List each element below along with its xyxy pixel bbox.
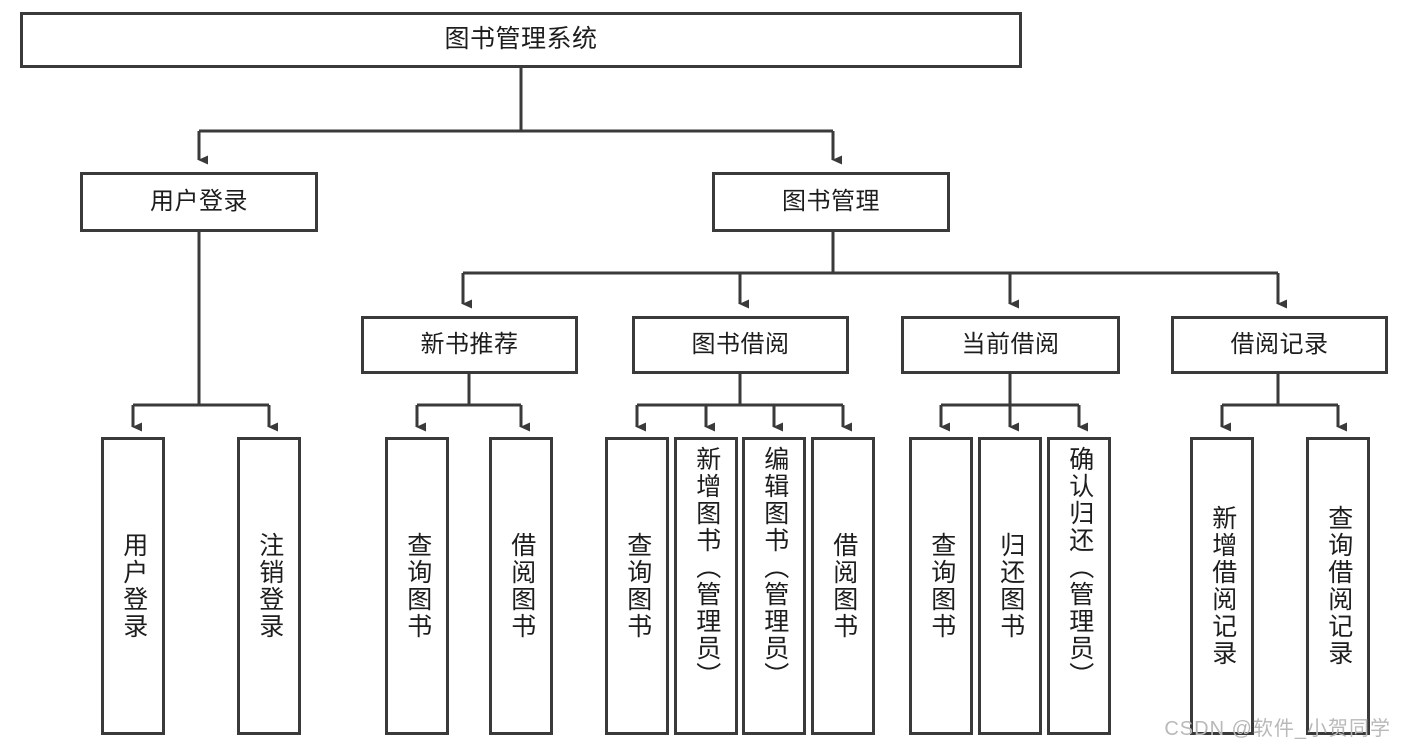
node-leaf-query-borrow-record-label: 查询借阅记录 [1324,505,1353,667]
node-leaf-query-book-recommend-label: 查询图书 [403,532,432,640]
node-leaf-borrow-book-label: 借阅图书 [829,532,858,640]
node-leaf-query-book-borrow-label: 查询图书 [623,532,652,640]
node-book-borrow-label: 图书借阅 [691,330,790,358]
node-current-borrow[interactable]: 当前借阅 [901,316,1120,374]
node-borrow-records-label: 借阅记录 [1230,330,1329,358]
node-leaf-logout[interactable]: 注销登录 [237,437,301,735]
node-leaf-confirm-return-admin-label: 确认归还（管理员） [1065,446,1094,689]
node-leaf-edit-book-admin-label: 编辑图书（管理员） [760,446,789,689]
node-leaf-add-borrow-record-label: 新增借阅记录 [1208,505,1237,667]
node-leaf-borrow-book[interactable]: 借阅图书 [811,437,875,735]
node-leaf-user-login-label: 用户登录 [119,532,148,640]
node-leaf-add-book-admin[interactable]: 新增图书（管理员） [674,437,738,735]
node-book-management[interactable]: 图书管理 [712,172,950,232]
watermark-text: CSDN @软件_小贺同学 [1164,718,1391,740]
node-leaf-add-borrow-record[interactable]: 新增借阅记录 [1190,437,1254,735]
node-leaf-borrow-book-recommend-label: 借阅图书 [507,532,536,640]
node-leaf-query-book-borrow[interactable]: 查询图书 [605,437,669,735]
node-root-label: 图书管理系统 [444,25,598,54]
node-leaf-query-book-current[interactable]: 查询图书 [909,437,973,735]
node-book-management-label: 图书管理 [782,187,880,215]
node-leaf-borrow-book-recommend[interactable]: 借阅图书 [489,437,553,735]
node-leaf-query-book-current-label: 查询图书 [927,532,956,640]
node-new-book-recommend[interactable]: 新书推荐 [361,316,578,374]
node-root-book-management-system[interactable]: 图书管理系统 [20,12,1022,68]
node-borrow-records[interactable]: 借阅记录 [1171,316,1388,374]
node-leaf-return-book-label: 归还图书 [996,532,1025,640]
node-new-book-recommend-label: 新书推荐 [420,330,519,358]
node-current-borrow-label: 当前借阅 [961,330,1060,358]
node-leaf-return-book[interactable]: 归还图书 [978,437,1042,735]
node-leaf-logout-label: 注销登录 [255,532,284,640]
node-book-borrow[interactable]: 图书借阅 [632,316,849,374]
node-user-login[interactable]: 用户登录 [80,172,318,232]
node-leaf-add-book-admin-label: 新增图书（管理员） [692,446,721,689]
node-leaf-query-borrow-record[interactable]: 查询借阅记录 [1306,437,1370,735]
node-leaf-edit-book-admin[interactable]: 编辑图书（管理员） [742,437,806,735]
node-leaf-query-book-recommend[interactable]: 查询图书 [385,437,449,735]
node-user-login-label: 用户登录 [150,187,248,215]
node-leaf-confirm-return-admin[interactable]: 确认归还（管理员） [1047,437,1111,735]
node-leaf-user-login[interactable]: 用户登录 [101,437,165,735]
